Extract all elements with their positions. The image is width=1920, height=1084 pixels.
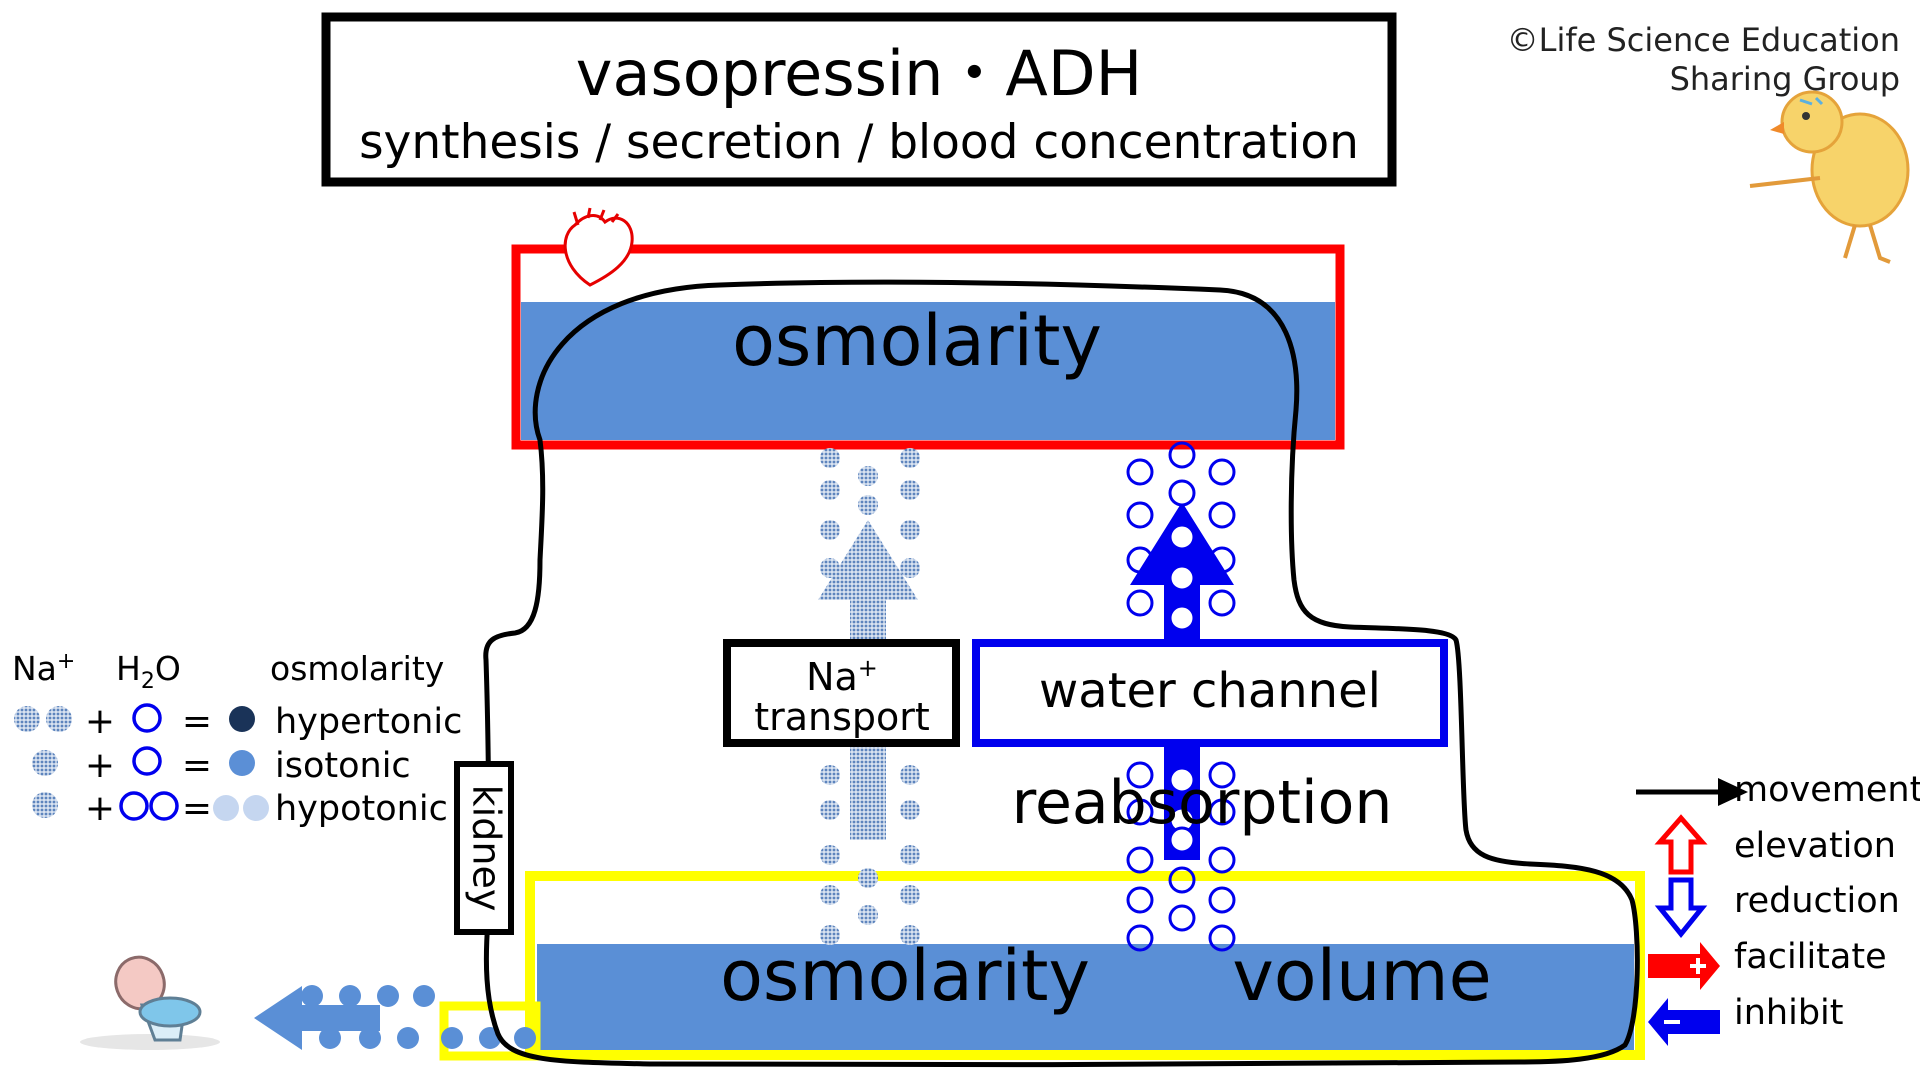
red-plus-arrow-icon: [1648, 942, 1720, 990]
reabsorption-label: reabsorption: [1012, 768, 1393, 838]
na-transport-sup: +: [858, 654, 878, 682]
legend-na-header: Na: [12, 649, 57, 688]
legend-right-label: movement: [1734, 770, 1920, 810]
kidney-label: kidney: [465, 785, 509, 912]
urine-volume-label: volume: [1232, 935, 1491, 1017]
blood-osmolarity-label: osmolarity: [732, 300, 1102, 382]
legend-row-label: hypotonic: [275, 789, 448, 829]
water-channel-label: water channel: [1039, 663, 1381, 719]
legend-eq-1: =: [182, 701, 212, 742]
na-transport-label: transport: [754, 695, 930, 739]
water-molecules-inner: [1168, 479, 1196, 854]
legend-right-label: reduction: [1734, 881, 1900, 921]
copyright-line2: Sharing Group: [1670, 60, 1900, 98]
legend-h2o-h: H: [116, 649, 141, 688]
title-sub: synthesis / secretion / blood concentrat…: [359, 115, 1359, 170]
red-hollow-up-arrow-icon: [1654, 814, 1708, 875]
legend-plus-3: +: [85, 788, 115, 829]
legend-na-sup: +: [57, 649, 75, 674]
legend-right: movement elevation reduction facilitate …: [1636, 770, 1920, 1046]
legend-right-label: inhibit: [1734, 993, 1843, 1033]
legend-row-label: isotonic: [275, 746, 411, 786]
water-molecules-outer: [1126, 441, 1236, 952]
copyright-line1: ©Life Science Education: [1507, 21, 1900, 59]
toilet-icon: [80, 955, 220, 1050]
legend-right-label: elevation: [1734, 826, 1896, 866]
title-box: vasopressin・ADH synthesis / secretion / …: [321, 12, 1397, 187]
legend-osm-header: osmolarity: [270, 649, 444, 688]
legend-h2o-o: O: [155, 649, 181, 688]
urine-outflow: [254, 985, 541, 1061]
svg-text:Na+: Na+: [806, 654, 878, 699]
legend-h2o-sub: 2: [141, 669, 155, 694]
chick-icon: [1749, 90, 1910, 264]
na-transport-na: Na: [806, 655, 858, 699]
blue-hollow-down-arrow-icon: [1654, 877, 1708, 938]
na-transport-box: Na+ transport: [723, 639, 960, 747]
legend-plus-2: +: [85, 745, 115, 786]
svg-text:Na+: Na+: [12, 649, 75, 688]
urine-compartment: osmolarity volume: [525, 871, 1645, 1060]
legend-right-label: facilitate: [1734, 937, 1887, 977]
urine-osmolarity-label: osmolarity: [720, 935, 1090, 1017]
water-channel-box: water channel: [972, 639, 1448, 747]
legend-plus-1: +: [85, 701, 115, 742]
legend-eq-2: =: [182, 745, 212, 786]
black-arrow-right-icon: [1636, 778, 1748, 806]
title-main: vasopressin・ADH: [576, 37, 1142, 110]
legend-left: Na+ H2O osmolarity + = hypertonic + = is…: [12, 649, 462, 829]
svg-text:H2O: H2O: [116, 649, 181, 694]
na-dots: [820, 448, 920, 945]
heart-icon: [563, 207, 634, 287]
kidney-label-box: kidney: [454, 761, 514, 935]
blood-compartment: osmolarity: [511, 244, 1345, 450]
legend-row-label: hypertonic: [275, 702, 462, 742]
legend-eq-3: =: [182, 788, 212, 829]
blue-minus-arrow-icon: [1648, 998, 1720, 1046]
